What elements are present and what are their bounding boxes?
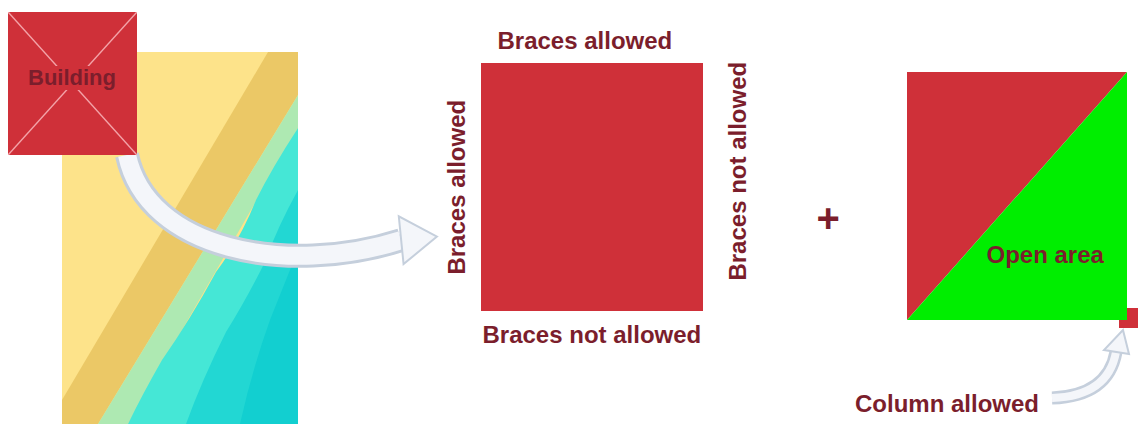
leader-arrowhead [1104, 330, 1129, 354]
side-label: Braces allowed [498, 28, 673, 54]
water-area [128, 128, 298, 424]
side-label: Braces not allowed [483, 322, 702, 348]
arrowhead [399, 216, 437, 264]
shape [907, 72, 1127, 320]
arrow-outline [127, 155, 401, 256]
building-box: Building [8, 12, 137, 155]
callout-label: Column allowed [855, 391, 1039, 417]
plus-sign: + [817, 196, 840, 240]
cross-line [8, 12, 137, 155]
arrowheads [399, 216, 437, 264]
side-label: Braces not allowed [725, 62, 751, 281]
cross-line [8, 12, 137, 155]
shape [481, 63, 703, 311]
square-fill [481, 63, 703, 311]
deep-water [240, 250, 298, 424]
open-area [907, 72, 1127, 320]
transform-arrow [127, 155, 437, 264]
leader-arrow [1052, 352, 1116, 398]
leader-arrow [1052, 352, 1116, 398]
area-label: Open area [987, 242, 1104, 268]
arrow-body [127, 155, 401, 256]
restricted-area [907, 72, 1127, 320]
side-label: Braces allowed [444, 100, 470, 275]
plan-square: Braces allowedBraces allowedBraces not a… [481, 63, 703, 311]
area-label: Building [26, 66, 118, 90]
split-square: Open area [907, 72, 1127, 320]
building-fill [8, 12, 137, 155]
